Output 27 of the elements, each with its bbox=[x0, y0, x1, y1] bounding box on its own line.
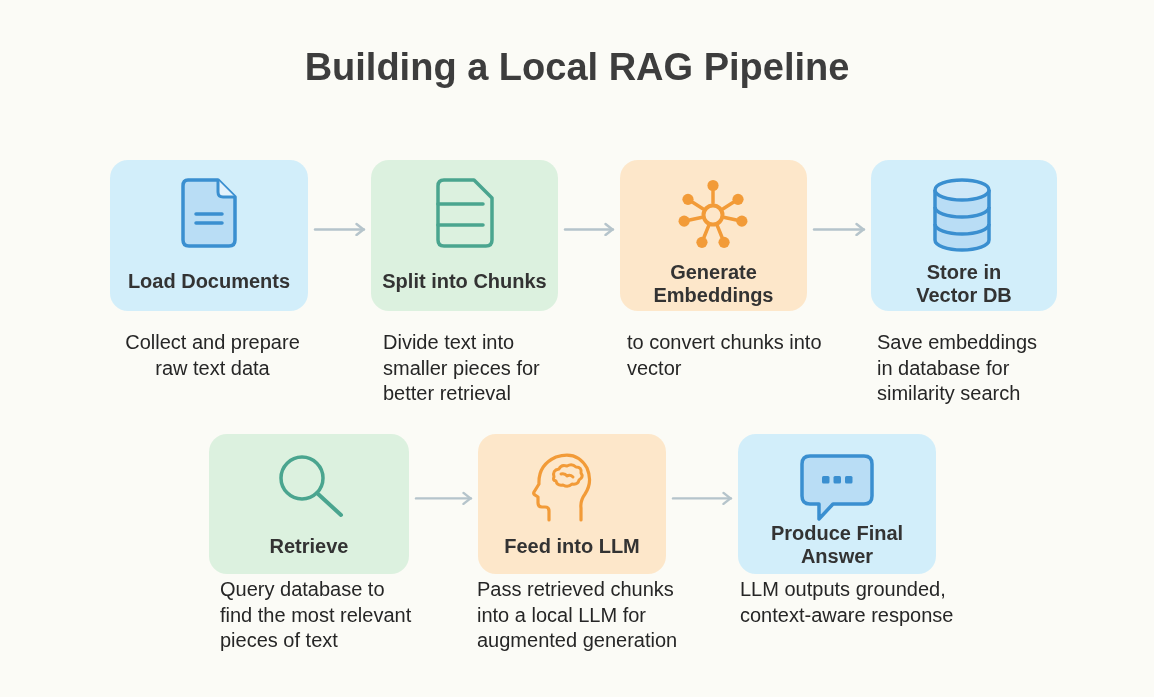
step-title: Split into Chunks bbox=[382, 269, 547, 293]
step-description: Divide text into smaller pieces for better retrieval bbox=[383, 330, 541, 406]
step-card bbox=[371, 160, 558, 311]
step-card bbox=[738, 434, 936, 574]
step-title: Feed into LLM bbox=[504, 534, 640, 558]
arrow bbox=[313, 222, 366, 237]
step-description: to convert chunks into vector bbox=[627, 330, 822, 381]
step-title: Generate Embeddings bbox=[652, 261, 775, 307]
arrow bbox=[671, 491, 733, 506]
step-description: Query database to find the most relevant pieces of text bbox=[220, 577, 413, 653]
arrow bbox=[414, 491, 473, 506]
step-description: Save embeddings in database for similarity search bbox=[877, 330, 1039, 406]
step-card bbox=[110, 160, 308, 311]
step-description: Collect and prepare raw text data bbox=[124, 330, 301, 381]
step-title: Load Documents bbox=[127, 269, 291, 293]
step-card bbox=[478, 434, 666, 574]
arrow bbox=[563, 222, 615, 237]
step-title: Produce Final Answer bbox=[769, 522, 905, 568]
step-description: LLM outputs grounded, context-aware response bbox=[740, 577, 955, 628]
step-title: Store in Vector DB bbox=[915, 261, 1013, 307]
step-card bbox=[209, 434, 409, 574]
arrow bbox=[812, 222, 866, 237]
diagram-title: Building a Local RAG Pipeline bbox=[304, 45, 850, 90]
step-card bbox=[620, 160, 807, 311]
step-card bbox=[871, 160, 1057, 311]
step-title: Retrieve bbox=[269, 534, 349, 558]
step-description: Pass retrieved chunks into a local LLM for augmented generation bbox=[477, 577, 679, 653]
